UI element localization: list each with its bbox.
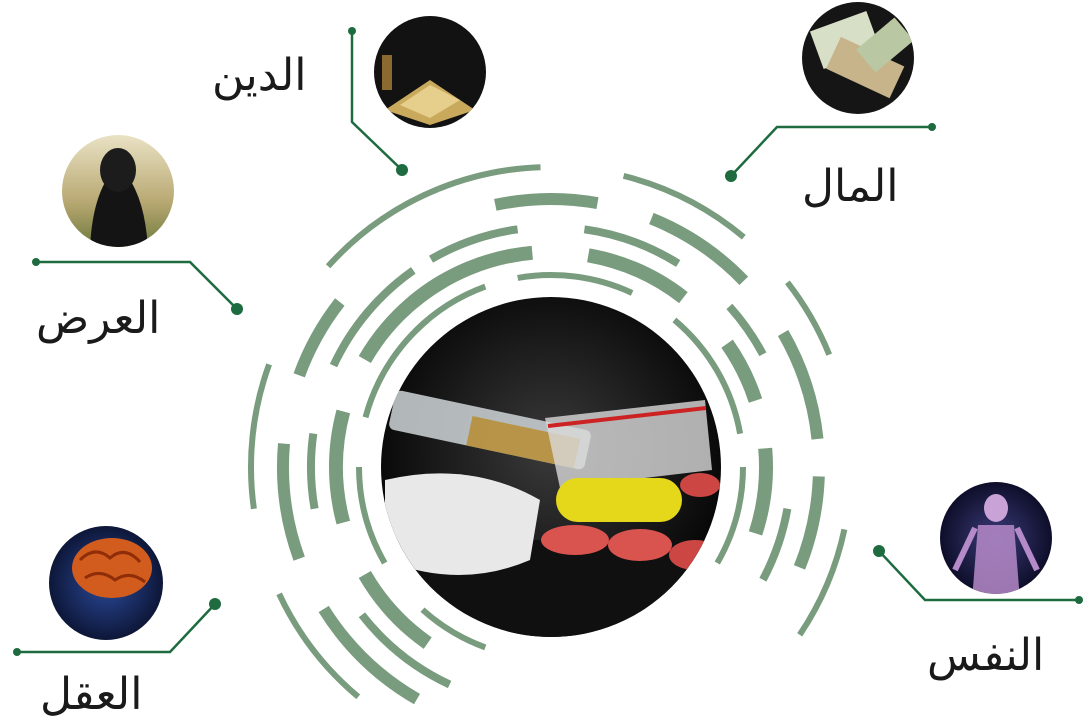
- arc-segment: [428, 225, 519, 263]
- arc-segment: [587, 248, 688, 304]
- label-honor: العرض: [36, 293, 161, 344]
- arc-segment: [622, 172, 746, 240]
- religion-book-image: [374, 16, 486, 128]
- label-wealth: المال: [802, 161, 899, 212]
- label-self: النفس: [927, 630, 1045, 681]
- mind-brain-image: [49, 526, 163, 640]
- arc-segment: [437, 164, 541, 192]
- arc-segment: [276, 592, 361, 700]
- arc-segment: [494, 193, 599, 211]
- arc-segment: [356, 466, 388, 565]
- arc-segment: [325, 186, 440, 269]
- arc-segment: [777, 330, 824, 440]
- label-religion: الدين: [212, 50, 307, 101]
- arc-segment: [362, 317, 430, 419]
- arc-segment: [306, 433, 319, 510]
- arc-segment: [328, 409, 351, 525]
- arc-segment: [293, 298, 345, 378]
- connector-wealth: [725, 123, 936, 182]
- arc-segment: [358, 570, 432, 649]
- arc-segment: [793, 476, 825, 570]
- arc-segment: [714, 466, 746, 565]
- connector-self: [873, 545, 1083, 604]
- arc-segment: [276, 443, 305, 561]
- arc-segment: [785, 280, 832, 356]
- label-mind: العقل: [40, 669, 143, 720]
- arc-segment: [358, 274, 448, 364]
- arc-segment: [517, 272, 634, 296]
- arc-segment: [583, 225, 681, 267]
- arc-segment: [726, 303, 767, 357]
- arc-segment: [247, 363, 272, 510]
- arc-segment: [748, 447, 773, 536]
- arc-segment: [759, 507, 792, 582]
- arc-segment: [721, 339, 763, 403]
- arc-rings: [247, 164, 848, 705]
- connector-honor: [32, 258, 243, 315]
- center-drugs-image: [381, 297, 721, 637]
- self-human-body-image: [940, 482, 1052, 594]
- arc-segment: [329, 267, 416, 368]
- arc-segment: [649, 212, 749, 285]
- arc-segment: [797, 528, 848, 637]
- arc-segment: [420, 607, 487, 651]
- arc-segment: [318, 605, 421, 705]
- honor-veiled-woman-image: [62, 135, 174, 247]
- connector-religion: [348, 27, 408, 176]
- connector-mind: [13, 598, 221, 656]
- arc-segment: [358, 612, 452, 689]
- wealth-money-image: [802, 2, 914, 114]
- arc-segment: [672, 317, 744, 435]
